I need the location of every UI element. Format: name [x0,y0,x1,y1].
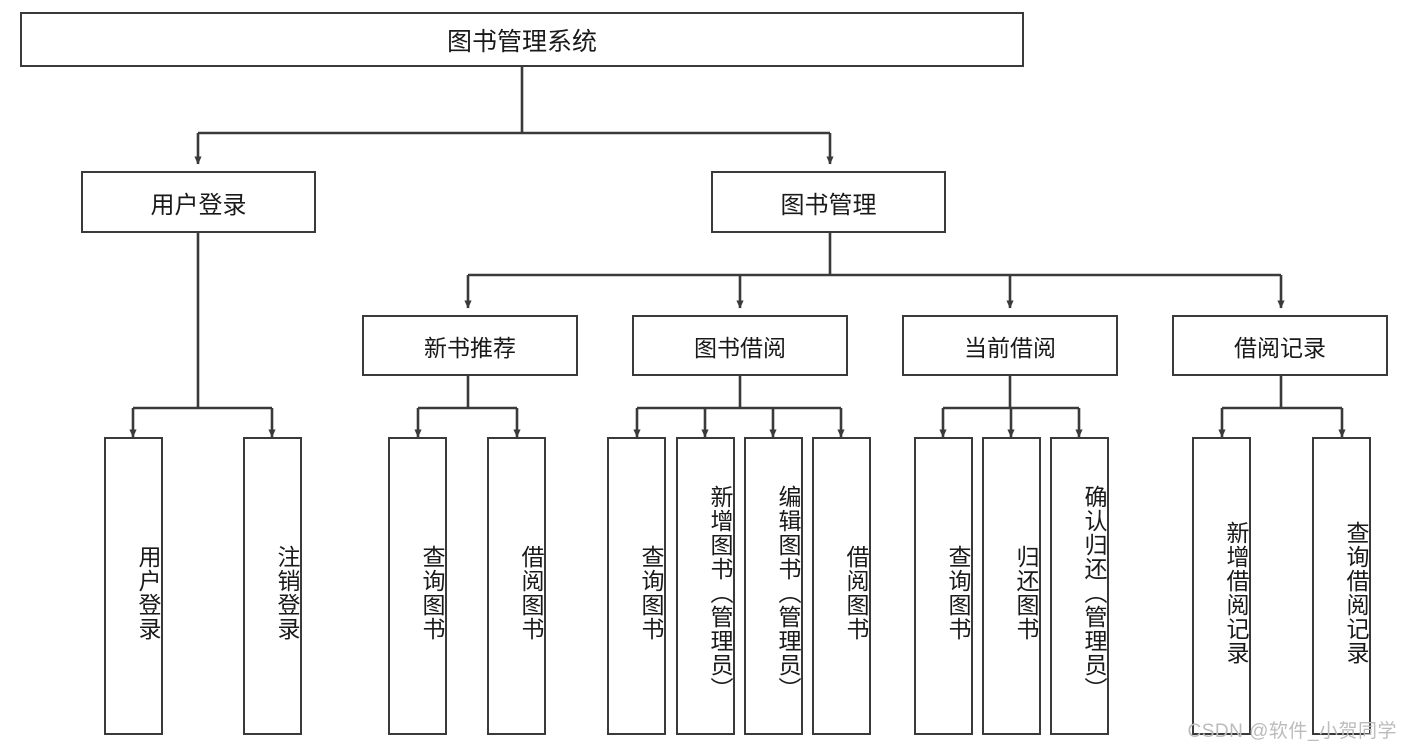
node-book-management[interactable]: 图书管理 [711,171,946,233]
node-label: 当前借阅 [964,334,1056,361]
leaf-record-query-record[interactable]: 查询借阅记录 [1312,437,1371,735]
node-label: 用户登录 [150,191,247,219]
node-label: 查询借阅记录 [1343,521,1369,665]
node-label: 编辑图书（管理员） [775,485,801,701]
node-label: 归还图书 [1013,545,1039,641]
node-new-book-recommend[interactable]: 新书推荐 [362,315,578,376]
node-current-borrow[interactable]: 当前借阅 [902,315,1118,376]
node-user-login[interactable]: 用户登录 [81,171,316,233]
node-label: 新增借阅记录 [1223,521,1249,665]
node-label: 用户登录 [135,545,161,641]
leaf-record-add-record[interactable]: 新增借阅记录 [1192,437,1251,735]
leaf-user-login-signin[interactable]: 用户登录 [104,437,163,735]
node-label: 新增图书（管理员） [707,485,733,701]
node-borrow-record[interactable]: 借阅记录 [1172,315,1388,376]
node-book-borrow[interactable]: 图书借阅 [632,315,848,376]
leaf-user-login-signout[interactable]: 注销登录 [243,437,302,735]
node-root-system[interactable]: 图书管理系统 [20,12,1024,67]
leaf-borrow-add-book[interactable]: 新增图书（管理员） [676,437,735,735]
node-label: 借阅图书 [518,545,544,641]
node-label: 查询图书 [419,545,445,641]
node-label: 查询图书 [945,545,971,641]
node-label: 图书借阅 [694,334,786,361]
leaf-borrow-query-book[interactable]: 查询图书 [607,437,666,735]
node-label: 图书管理 [780,191,877,219]
leaf-current-query-book[interactable]: 查询图书 [914,437,973,735]
node-label: 确认归还（管理员） [1081,485,1107,701]
leaf-current-return-book[interactable]: 归还图书 [982,437,1041,735]
leaf-borrow-edit-book[interactable]: 编辑图书（管理员） [744,437,803,735]
node-label: 注销登录 [274,545,300,641]
leaf-recommend-query-book[interactable]: 查询图书 [388,437,447,735]
node-label: 借阅图书 [843,545,869,641]
node-label: 借阅记录 [1234,334,1326,361]
leaf-current-confirm-return[interactable]: 确认归还（管理员） [1050,437,1109,735]
leaf-borrow-borrow-book[interactable]: 借阅图书 [812,437,871,735]
node-label: 新书推荐 [424,334,516,361]
watermark: CSDN @软件_小贺同学 [1187,721,1397,742]
node-label: 查询图书 [638,545,664,641]
node-label: 图书管理系统 [446,27,597,56]
leaf-recommend-borrow-book[interactable]: 借阅图书 [487,437,546,735]
